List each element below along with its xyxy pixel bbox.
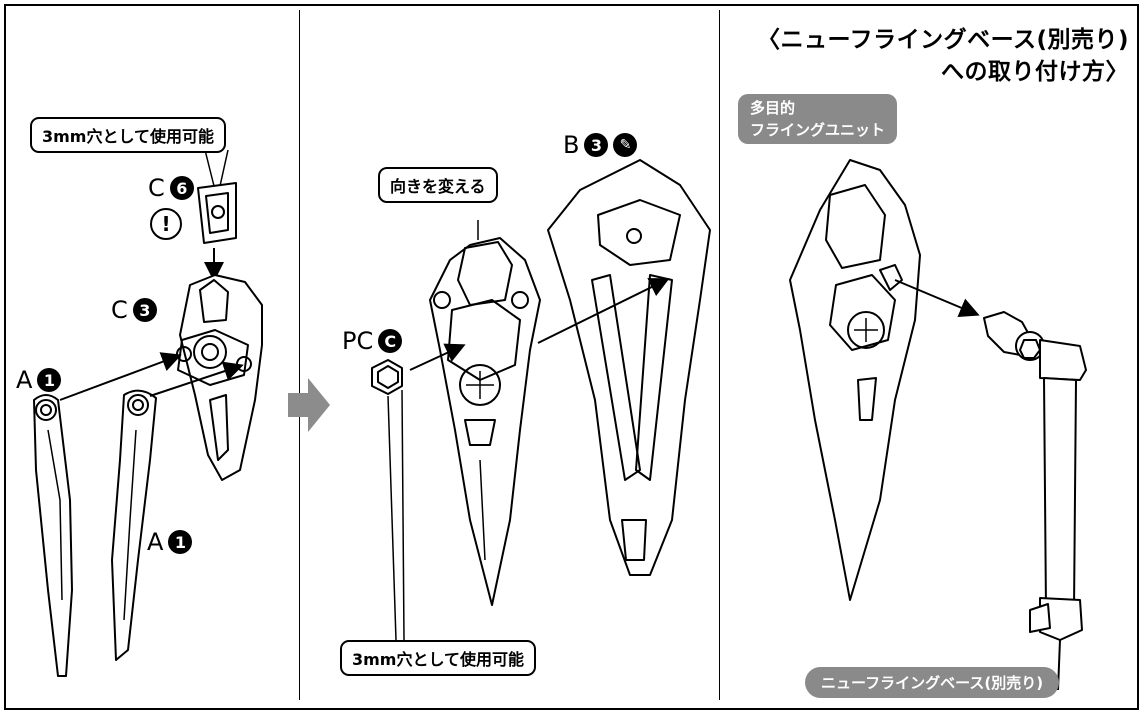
part-c6-drawing: [197, 182, 237, 244]
flying-unit-on-base: [789, 159, 921, 601]
part-letter: PC: [342, 327, 374, 355]
part-number-badge: 1: [168, 530, 193, 554]
part-label-a1-bottom: A 1: [147, 528, 193, 556]
part-label-a1-top: A 1: [16, 366, 62, 394]
divider-left: [299, 10, 300, 700]
part-label-c3: C 3: [111, 296, 157, 324]
arrow-right-icon: [288, 378, 330, 432]
unit-label-badge: 多目的 フライングユニット: [738, 94, 898, 144]
part-letter: A: [147, 528, 164, 556]
part-a1-blade-1: [33, 394, 73, 677]
base-label-pill: ニューフライングベース(別売り): [805, 667, 1060, 698]
part-pc-hex: [371, 359, 403, 395]
unit-label-line-2: フライングユニット: [750, 121, 886, 139]
divider-right: [719, 10, 720, 700]
part-letter: B: [563, 131, 580, 159]
callout-3mm-hole-left: 3mm穴として使用可能: [30, 117, 226, 153]
part-number-badge: 6: [169, 176, 194, 200]
part-number-badge: 3: [132, 298, 157, 322]
callout-3mm-hole-middle: 3mm穴として使用可能: [340, 640, 536, 676]
unit-label-line-1: 多目的: [750, 99, 796, 117]
part-c3-drawing: [176, 274, 263, 481]
callout-change-direction: 向きを変える: [378, 167, 498, 203]
part-label-pc: PC C: [342, 327, 403, 355]
title-line-1: 〈ニューフライングベース(別売り): [757, 27, 1129, 53]
title-line-2: への取り付け方〉: [941, 59, 1129, 85]
flying-base-arm: [983, 311, 1087, 691]
caution-icon: !: [150, 208, 182, 240]
part-letter: A: [16, 366, 33, 394]
part-letter: C: [111, 296, 128, 324]
part-number-badge: C: [378, 329, 403, 353]
part-letter: C: [148, 174, 165, 202]
caution-symbol: !: [161, 212, 171, 236]
part-b3-shield: [547, 159, 711, 576]
part-label-c6: C 6: [148, 174, 194, 202]
part-number-badge: 1: [37, 368, 62, 392]
part-a1-blade-2: [111, 389, 157, 661]
instruction-frame: [4, 4, 1139, 710]
part-number-badge: 3: [584, 133, 609, 157]
part-label-b3: B 3 ✎: [563, 131, 638, 159]
cutting-tool-icon: ✎: [613, 133, 638, 157]
flying-unit-assembly: [429, 237, 541, 606]
